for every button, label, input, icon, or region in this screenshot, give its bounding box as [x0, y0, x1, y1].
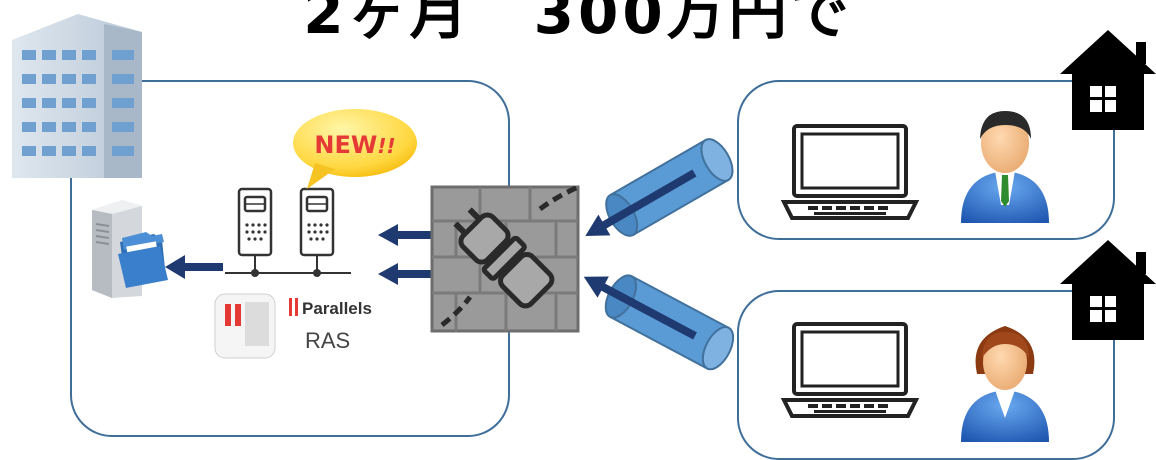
- vpn-tunnel-2: [583, 274, 735, 371]
- house-icon: [1060, 30, 1156, 130]
- new-badge-marks: !!: [377, 134, 395, 158]
- businesswoman-avatar-icon: [961, 326, 1049, 442]
- arrow-to-server: [165, 255, 223, 279]
- plug-icon: [440, 184, 580, 327]
- businessman-avatar-icon: [961, 111, 1049, 223]
- arrow-to-gateway-2: [378, 263, 434, 285]
- vpn-tunnel-1: [585, 138, 734, 237]
- laptop-icon-2: [780, 322, 920, 418]
- new-badge: NEW!!: [293, 109, 417, 189]
- page-title: 2ヶ月 300万円で: [303, 0, 853, 47]
- gateway-server-icon: [225, 187, 351, 277]
- office-building-icon: [12, 14, 142, 178]
- file-server-icon: [92, 200, 168, 298]
- parallels-product: RAS: [305, 328, 350, 353]
- firewall-icon: [430, 184, 580, 333]
- parallels-brand: Parallels: [302, 299, 372, 318]
- new-badge-label: NEW: [314, 131, 377, 159]
- laptop-icon: [780, 124, 920, 220]
- parallels-ras-logo: Parallels RAS: [214, 293, 372, 359]
- arrow-to-gateway-1: [378, 224, 434, 246]
- house-icon-2: [1060, 240, 1156, 340]
- svg-text:NEW!!: NEW!!: [314, 131, 395, 159]
